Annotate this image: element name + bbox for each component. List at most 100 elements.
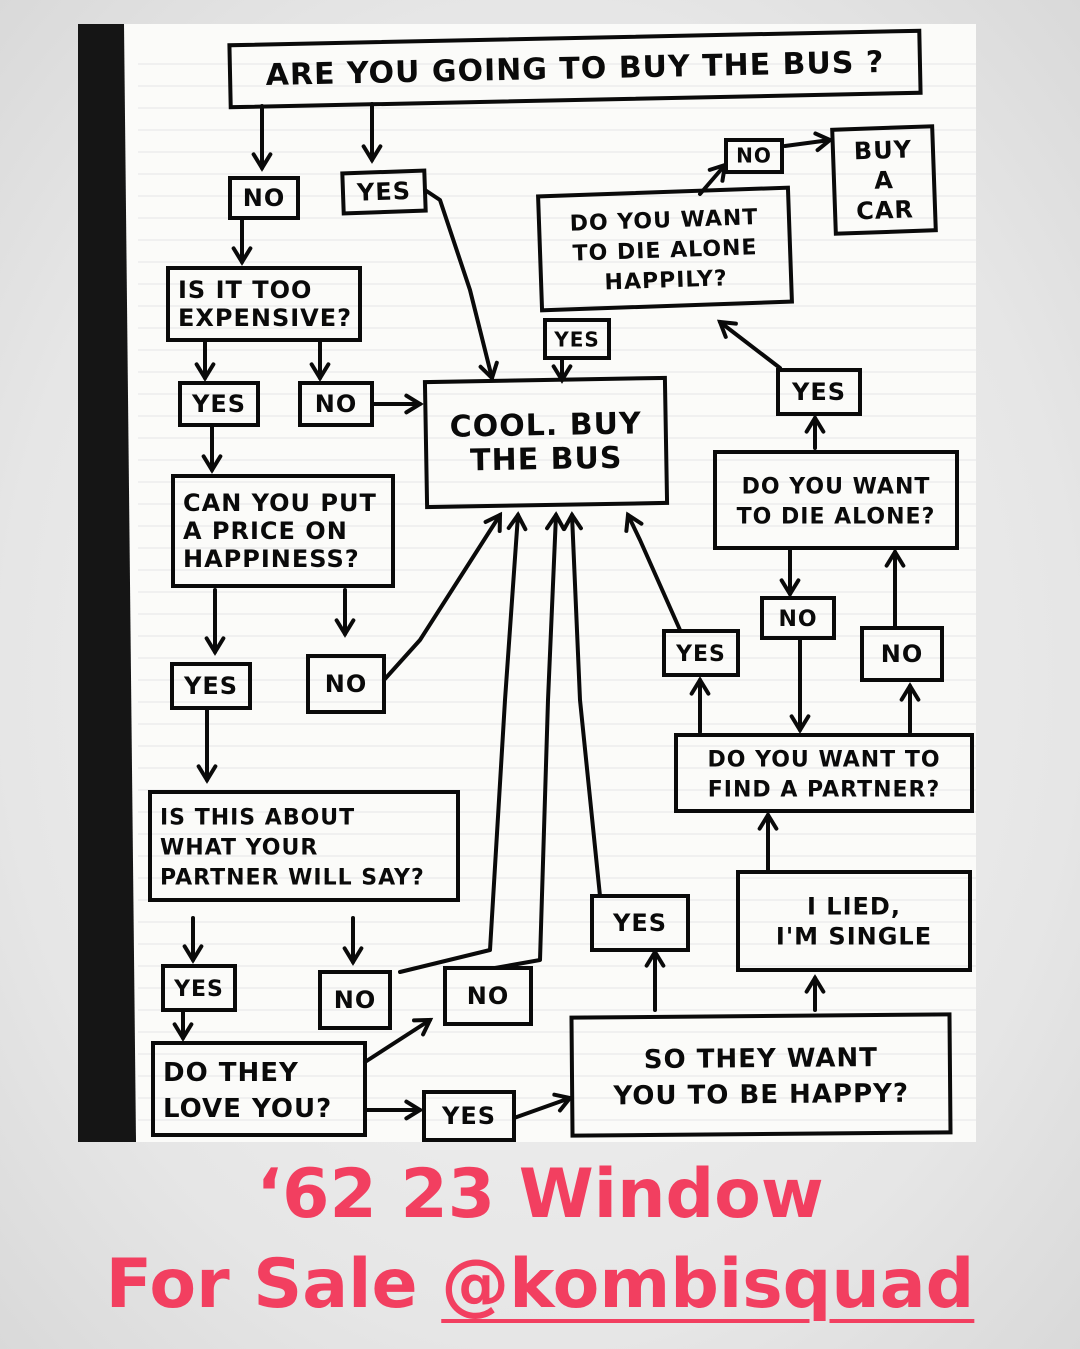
- arrow-yes-cool: [423, 188, 494, 380]
- node-love-line-2: LOVE YOU?: [163, 1094, 332, 1124]
- node-cool: [422, 375, 670, 510]
- node-partner_say-line-2: WHAT YOUR: [160, 835, 318, 860]
- caption-handle[interactable]: @kombisquad: [441, 1245, 975, 1324]
- node-yes_die: [776, 368, 862, 416]
- node-no_find2: [860, 626, 944, 682]
- arrow-nolove-cool: [493, 513, 558, 970]
- node-price-line-2: A PRICE ON: [183, 517, 348, 545]
- paper-sheet: [78, 24, 976, 1142]
- node-yes_partner: [161, 964, 237, 1012]
- node-yes_exp-line-1: YES: [191, 390, 246, 418]
- node-start: [227, 28, 923, 110]
- arrow-start-no-head: [251, 152, 273, 172]
- arrow-nofind-find-head: [789, 714, 811, 734]
- node-expensive-line-2: EXPENSIVE?: [178, 304, 352, 332]
- node-lied-line-1: I LIED,: [807, 892, 901, 920]
- node-yes_happy: [590, 894, 690, 952]
- node-yes_exp: [178, 381, 260, 427]
- node-yes_happily: [543, 318, 611, 360]
- node-no_price: [306, 654, 386, 714]
- node-price: [171, 474, 395, 588]
- arrow-noprice-cool: [382, 513, 502, 682]
- arrow-yespartner-love-head: [172, 1022, 194, 1042]
- arrow-yesdie-happily-head: [716, 319, 738, 339]
- arrow-yesfind-cool: [626, 513, 682, 632]
- node-buy_car: [830, 124, 938, 236]
- node-happy: [569, 1012, 953, 1138]
- node-find_partner-line-1: DO YOU WANT TO: [707, 747, 940, 772]
- arrow-die-no-head: [779, 578, 801, 598]
- arrow-nolove-cool-head: [545, 511, 566, 531]
- arrow-lied-find-head: [757, 811, 779, 831]
- node-expensive-line-1: IS IT TOO: [178, 276, 312, 304]
- node-no_love-line-1: NO: [467, 982, 510, 1010]
- node-yes_die-line-1: YES: [791, 378, 846, 406]
- arrow-nopartner-cool-head: [506, 511, 528, 532]
- node-die_alone-line-1: DO YOU WANT: [742, 474, 931, 499]
- node-buy_car-line-3: CAR: [856, 195, 915, 225]
- arrow-exp-no-head: [309, 362, 331, 382]
- arrow-yesfind-cool-head: [624, 511, 644, 533]
- node-happy-line-1: SO THEY WANT: [644, 1043, 878, 1075]
- arrow-love-yes-head: [404, 1099, 424, 1121]
- arrow-happily-no-head: [707, 162, 728, 183]
- arrow-yesprice-partner-head: [196, 764, 218, 784]
- node-no1-line-1: NO: [243, 184, 286, 212]
- node-love-line-1: DO THEY: [163, 1058, 299, 1088]
- arrow-exp-yes-head: [194, 362, 216, 382]
- node-no_find: [760, 596, 836, 640]
- arrow-yeshappy-cool: [570, 513, 602, 898]
- node-die_happily: [536, 185, 794, 313]
- node-yes_price: [170, 662, 252, 710]
- arrow-nofind2-die-head: [884, 548, 906, 568]
- node-yes_price-line-1: YES: [183, 672, 238, 700]
- arrow-die-yes-head: [804, 414, 826, 434]
- node-no_exp-line-1: NO: [315, 390, 358, 418]
- node-lied-line-2: I'M SINGLE: [776, 922, 932, 950]
- arrow-nohappily-car: [783, 138, 832, 148]
- arrow-yeslove-happy-head: [552, 1092, 574, 1113]
- arrow-nopartner-cool: [398, 513, 520, 974]
- arrow-price-no-head: [334, 618, 356, 638]
- arrow-yeshappy-cool-head: [562, 511, 583, 531]
- node-yes_happily-line-1: YES: [553, 327, 600, 351]
- node-no_happily-line-1: NO: [736, 144, 772, 168]
- arrow-yesdie-happily: [718, 320, 782, 370]
- node-no_happily: [724, 138, 784, 174]
- node-die_alone: [713, 450, 959, 550]
- arrow-love-no-head: [412, 1017, 434, 1037]
- arrow-partner-yes-head: [182, 944, 204, 964]
- node-no_partner: [318, 970, 392, 1030]
- arrow-happily-no: [698, 163, 727, 196]
- node-partner_say-line-3: PARTNER WILL SAY?: [160, 865, 425, 890]
- node-no1: [228, 176, 300, 220]
- node-yes1-line-1: YES: [355, 177, 411, 207]
- arrow-start-yes-head: [361, 144, 383, 164]
- arrow-find-yes-head: [689, 676, 711, 696]
- node-partner_say: [148, 790, 460, 902]
- node-buy_car-line-1: BUY: [853, 135, 912, 165]
- arrow-noprice-cool-head: [483, 511, 503, 533]
- node-expensive: [166, 266, 362, 342]
- arrow-yesexp-price-head: [201, 454, 223, 474]
- node-no_find2-line-1: NO: [881, 640, 924, 668]
- arrow-no-expensive-head: [231, 246, 253, 266]
- node-no_partner-line-1: NO: [334, 986, 377, 1014]
- arrow-yeshappily-cool-head: [551, 364, 573, 384]
- arrow-yeslove-happy: [512, 1096, 572, 1120]
- arrow-yes-cool-head: [478, 360, 499, 382]
- node-find_partner-line-2: FIND A PARTNER?: [708, 777, 940, 802]
- arrow-happy-lied-head: [804, 974, 826, 994]
- caption-title: ‘62 23 Window: [256, 1155, 824, 1234]
- node-cool-line-2: THE BUS: [470, 441, 623, 479]
- node-buy_car-line-2: A: [874, 166, 895, 195]
- sheet-shadow: [78, 24, 136, 1142]
- node-yes_partner-line-1: YES: [173, 977, 224, 1002]
- node-no_love: [443, 966, 533, 1026]
- node-yes_love-line-1: YES: [441, 1102, 496, 1130]
- node-die_alone-line-2: TO DIE ALONE?: [737, 504, 936, 529]
- node-die_happily-line-3: HAPPILY?: [604, 266, 728, 295]
- arrow-happy-yes-head: [644, 948, 666, 968]
